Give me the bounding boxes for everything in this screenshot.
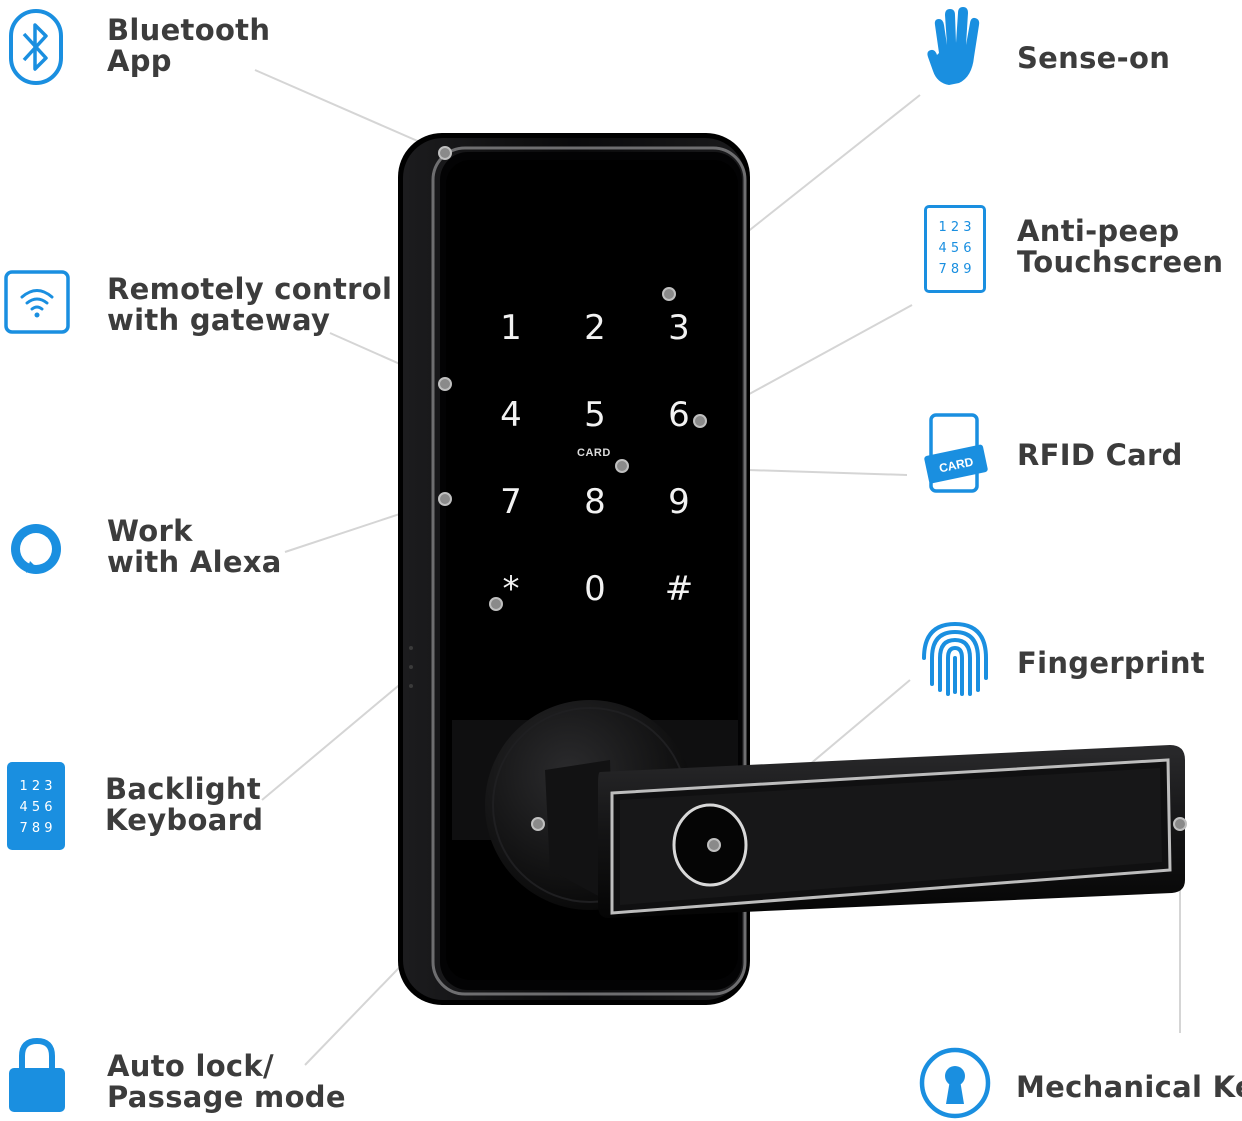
key-6[interactable]: 6 <box>668 395 690 435</box>
feature-backlight-label: Backlight Keyboard <box>105 772 264 837</box>
feature-fingerprint-label: Fingerprint <box>1017 646 1205 680</box>
keypad-outline-icon: 1 2 3 4 5 6 7 8 9 <box>924 205 986 293</box>
padlock-icon <box>9 1037 65 1112</box>
smart-lock-image <box>398 133 1185 1005</box>
fingerprint-icon <box>922 621 988 696</box>
key-7[interactable]: 7 <box>500 482 522 522</box>
feature-alexa-label: Work with Alexa <box>107 514 282 579</box>
bluetooth-icon <box>9 9 63 85</box>
key-9[interactable]: 9 <box>668 482 690 522</box>
leader-bluetooth <box>254 69 446 154</box>
feature-antipeep-label: Anti-peep Touchscreen <box>1017 214 1224 279</box>
key-4[interactable]: 4 <box>500 395 522 435</box>
feature-autolock-label: Auto lock/ Passage mode <box>107 1049 346 1114</box>
hand-icon <box>927 7 980 85</box>
key-star[interactable]: * <box>502 569 520 609</box>
feature-rfid-label: RFID Card <box>1017 438 1183 472</box>
alexa-icon <box>11 524 61 574</box>
feature-mechanical-label: Mechanical Key <box>1016 1070 1242 1104</box>
wifi-icon <box>4 270 70 334</box>
keyhole-icon <box>919 1047 991 1119</box>
feature-gateway-label: Remotely control with gateway <box>107 272 393 337</box>
keypad-icon: 1 2 3 4 5 6 7 8 9 <box>7 762 65 850</box>
key-5[interactable]: 5 <box>584 395 606 435</box>
key-hash[interactable]: # <box>664 569 694 609</box>
key-3[interactable]: 3 <box>668 308 690 348</box>
card-icon: CARD <box>924 413 988 493</box>
key-2[interactable]: 2 <box>584 308 606 348</box>
feature-bluetooth-label: Bluetooth App <box>107 13 271 78</box>
key-8[interactable]: 8 <box>584 482 606 522</box>
key-0[interactable]: 0 <box>584 569 606 609</box>
feature-sense-label: Sense-on <box>1017 41 1171 75</box>
card-reader-label: CARD <box>577 447 611 459</box>
key-1[interactable]: 1 <box>500 308 522 348</box>
